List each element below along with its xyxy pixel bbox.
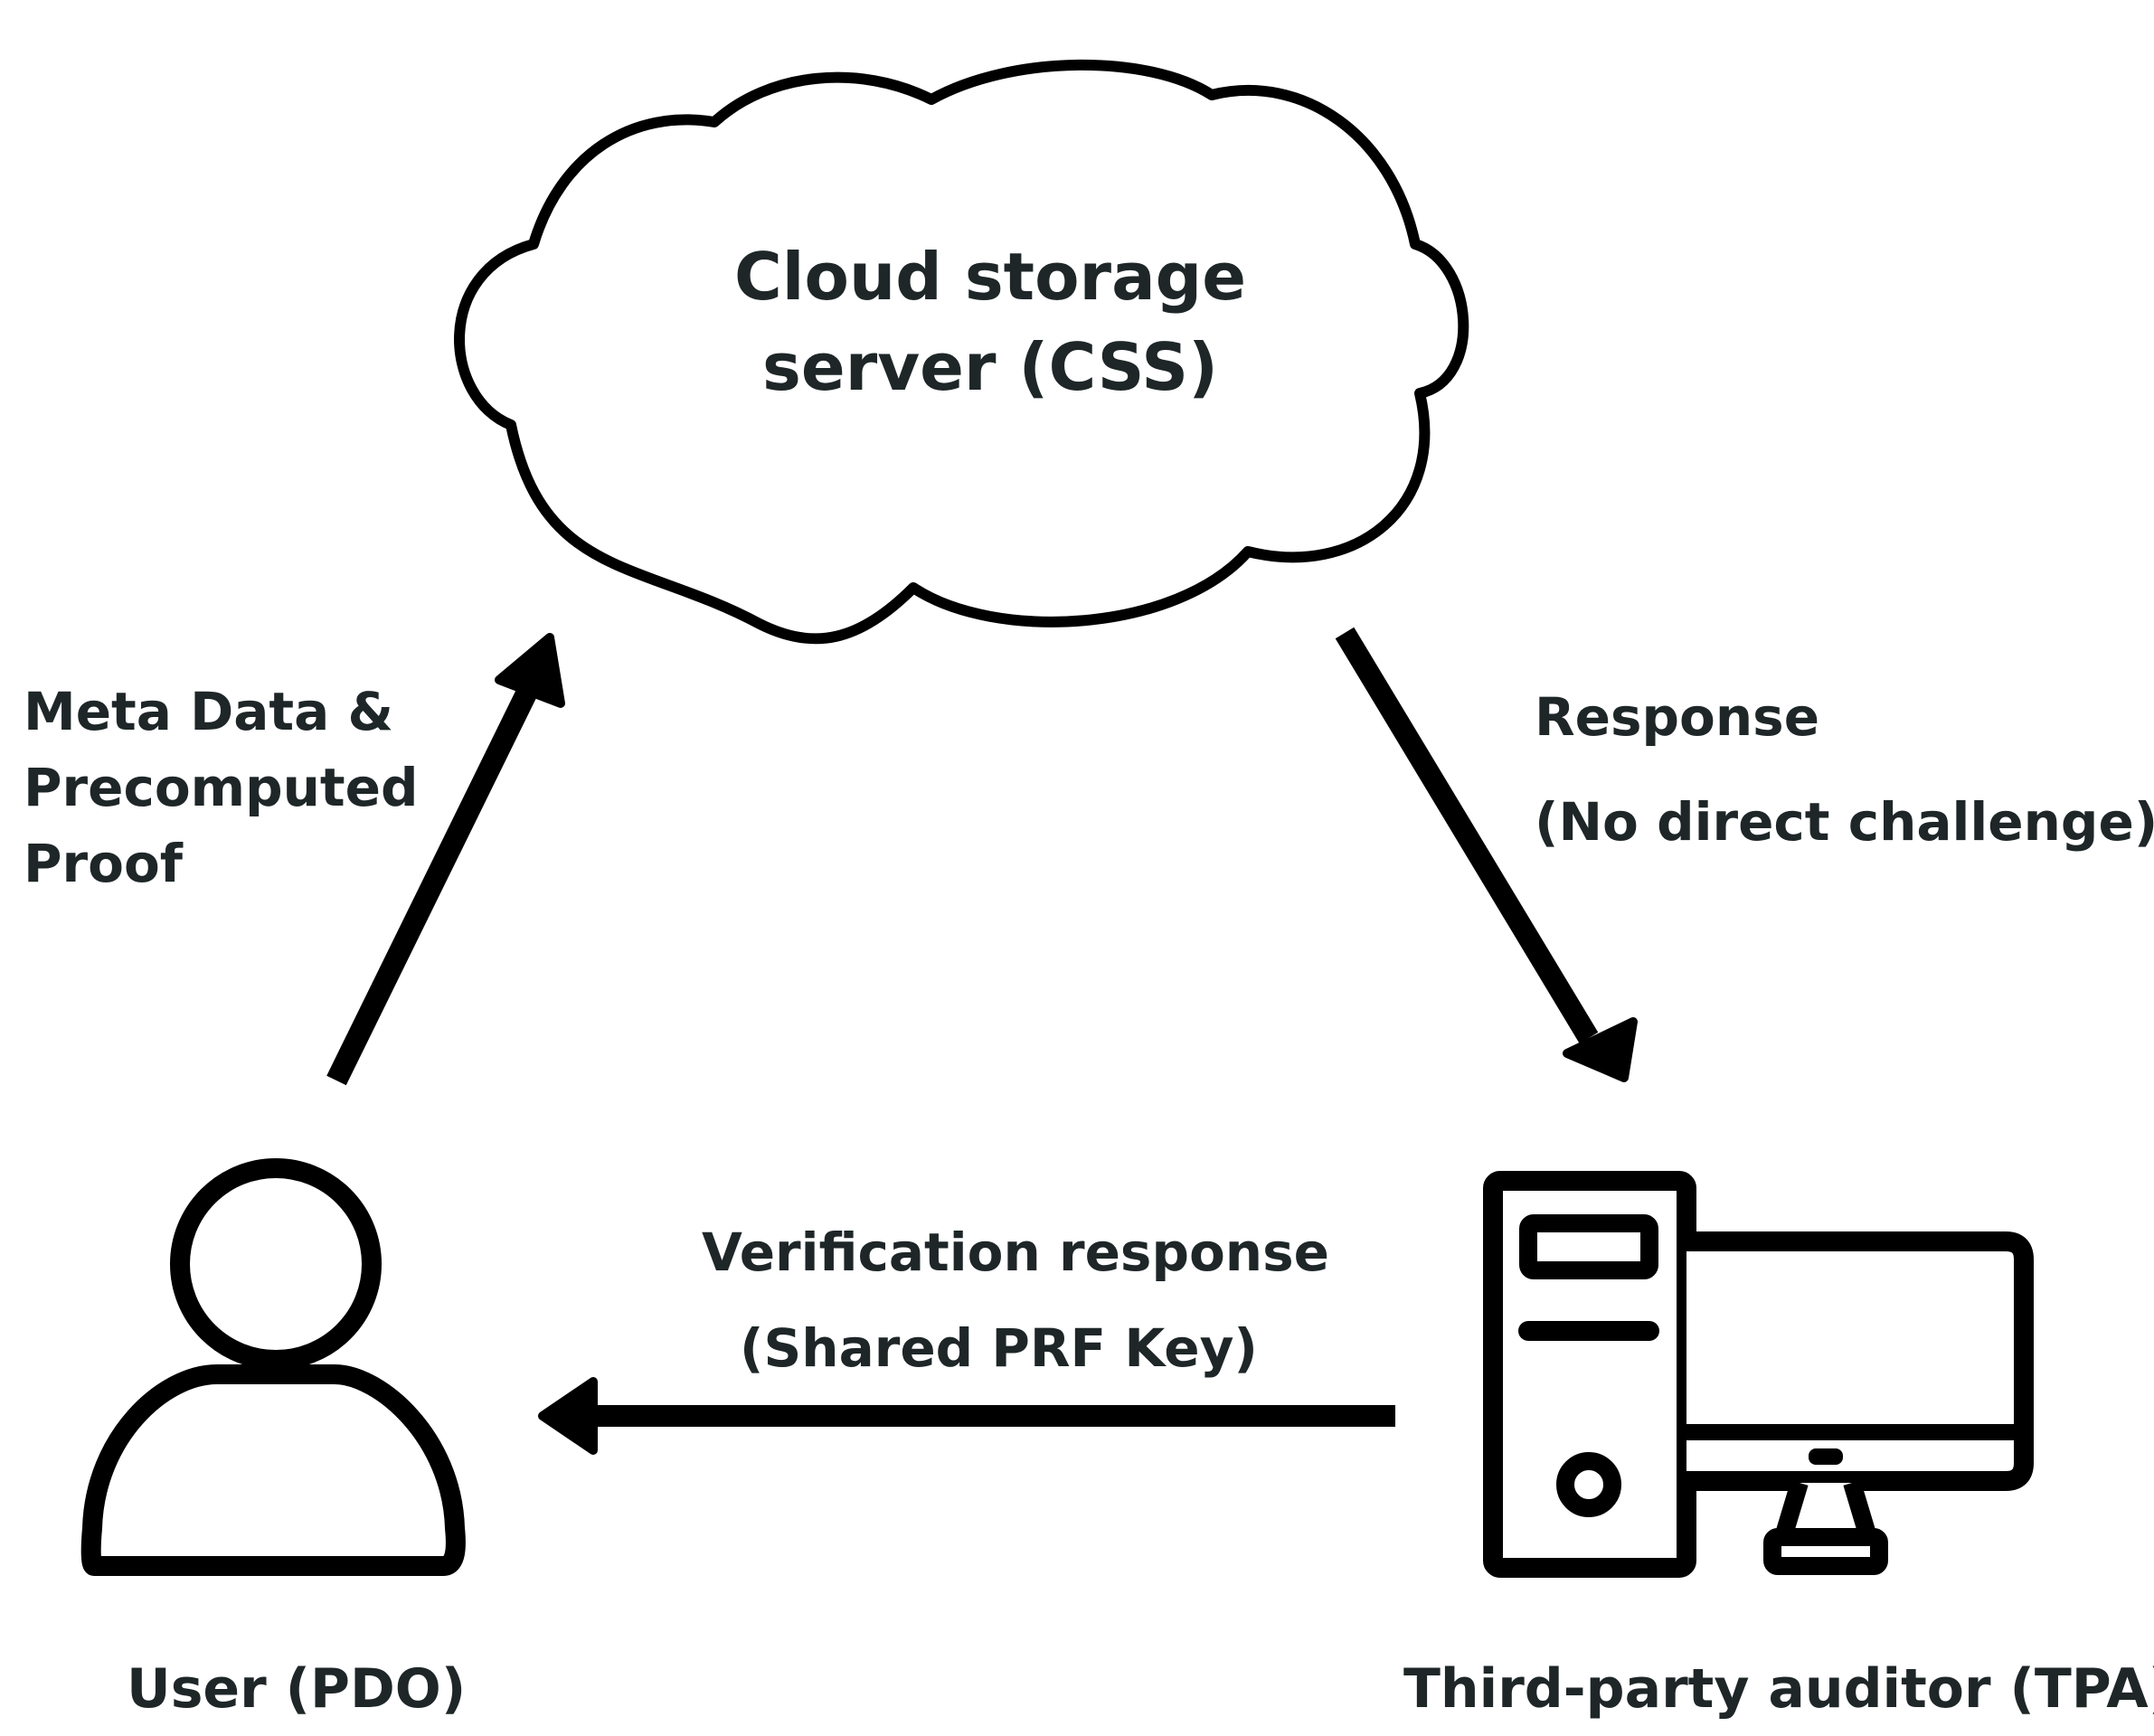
user-icon (80, 1158, 466, 1576)
user-label: User (PDO) (127, 1657, 467, 1721)
edge-label-metadata-line3: Proof (24, 833, 184, 894)
cloud-label-line2: server (CSS) (762, 329, 1218, 405)
cloud-outline (454, 59, 1469, 645)
arrow-cloud-to-auditor (1335, 627, 1638, 1082)
user-body (80, 1364, 466, 1576)
edge-label-metadata-line1: Meta Data & (24, 681, 394, 742)
edge-label-response-line2: (No direct challenge) (1535, 791, 2154, 853)
monitor-base (1763, 1528, 1888, 1575)
desktop-computer-icon (1483, 1171, 2034, 1578)
arrow-user-to-cloud (326, 633, 565, 1086)
cloud-icon (454, 59, 1469, 645)
monitor-frame (1686, 1231, 2034, 1491)
edge-label-response-line1: Response (1535, 686, 1820, 748)
monitor-led (1809, 1448, 1843, 1465)
drive-slot (1519, 1214, 1658, 1279)
edge-label-verification-line2: (Shared PRF Key) (740, 1317, 1258, 1379)
edge-label-verification-line1: Verification response (702, 1222, 1329, 1283)
arrow-auditor-to-user (538, 1377, 1395, 1455)
auditor-label: Third-party auditor (TPA) (1403, 1657, 2154, 1721)
power-button (1556, 1452, 1621, 1517)
cloud-label-line1: Cloud storage (733, 239, 1247, 315)
edge-label-metadata-line2: Precomputed (24, 757, 419, 818)
user-head (170, 1158, 382, 1370)
